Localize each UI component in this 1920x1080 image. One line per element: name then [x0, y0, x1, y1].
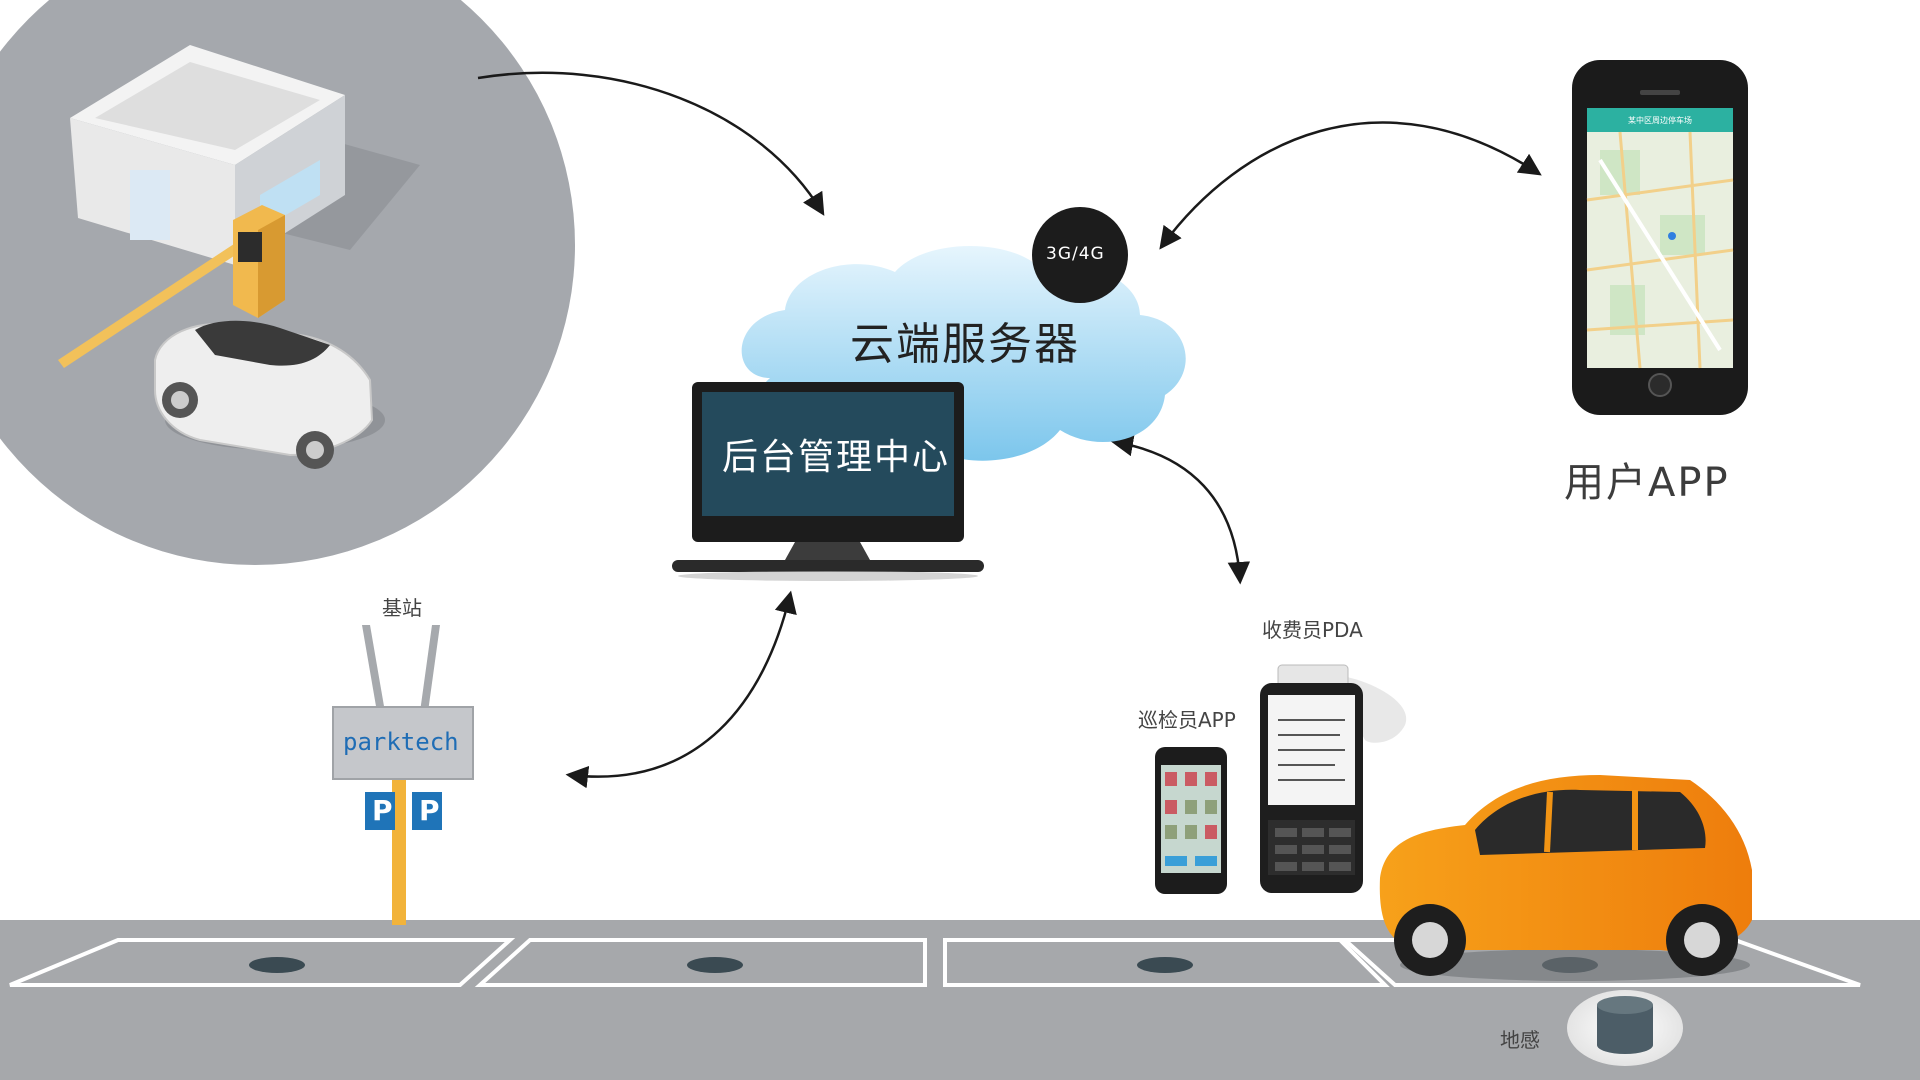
network-badge-label: 3G/4G: [1046, 244, 1105, 264]
connection-arrows: [477, 71, 1542, 789]
smartphone-icon: [1572, 60, 1748, 415]
parking-sign-letter-1: P: [372, 794, 393, 827]
toll-pda-label: 收费员PDA: [1262, 618, 1363, 642]
inspector-app-label: 巡检员APP: [1138, 708, 1236, 732]
ground-sensor-icon: [1567, 990, 1683, 1066]
network-badge: [1032, 207, 1128, 303]
parking-sign-letter-2: P: [419, 794, 440, 827]
user-app-label: 用户APP: [1564, 460, 1730, 506]
inspector-phone-icon: [1155, 747, 1227, 894]
laptop-icon: [672, 382, 984, 581]
arrow-management-to-base-station: [565, 590, 797, 789]
arrow-entrance-to-cloud: [477, 71, 825, 216]
cloud-server-label: 云端服务器: [850, 319, 1080, 370]
arrow-cloud-to-user-app: [1159, 121, 1542, 250]
base-station-icon: [332, 625, 474, 925]
map-icon: [1586, 131, 1734, 369]
ground-sensor-label: 地感: [1500, 1028, 1540, 1052]
orange-car-icon: [1379, 775, 1752, 981]
toll-booth-icon: [70, 45, 420, 265]
brand-label: parktech: [343, 728, 459, 756]
pda-device-icon: [1260, 664, 1407, 893]
barrier-gate-icon: [58, 205, 285, 368]
arrow-cloud-to-pda: [1110, 433, 1251, 585]
parking-entrance-scene: [0, 0, 575, 565]
phone-header-text: 某中区周边停车场: [1628, 116, 1692, 125]
parking-sign-1: [365, 792, 395, 830]
parking-sign-2: [412, 792, 442, 830]
phone-app-header-bar: [1587, 108, 1733, 132]
base-station-label: 基站: [382, 596, 422, 620]
management-center-label: 后台管理中心: [722, 437, 951, 478]
white-car-icon: [154, 320, 385, 469]
